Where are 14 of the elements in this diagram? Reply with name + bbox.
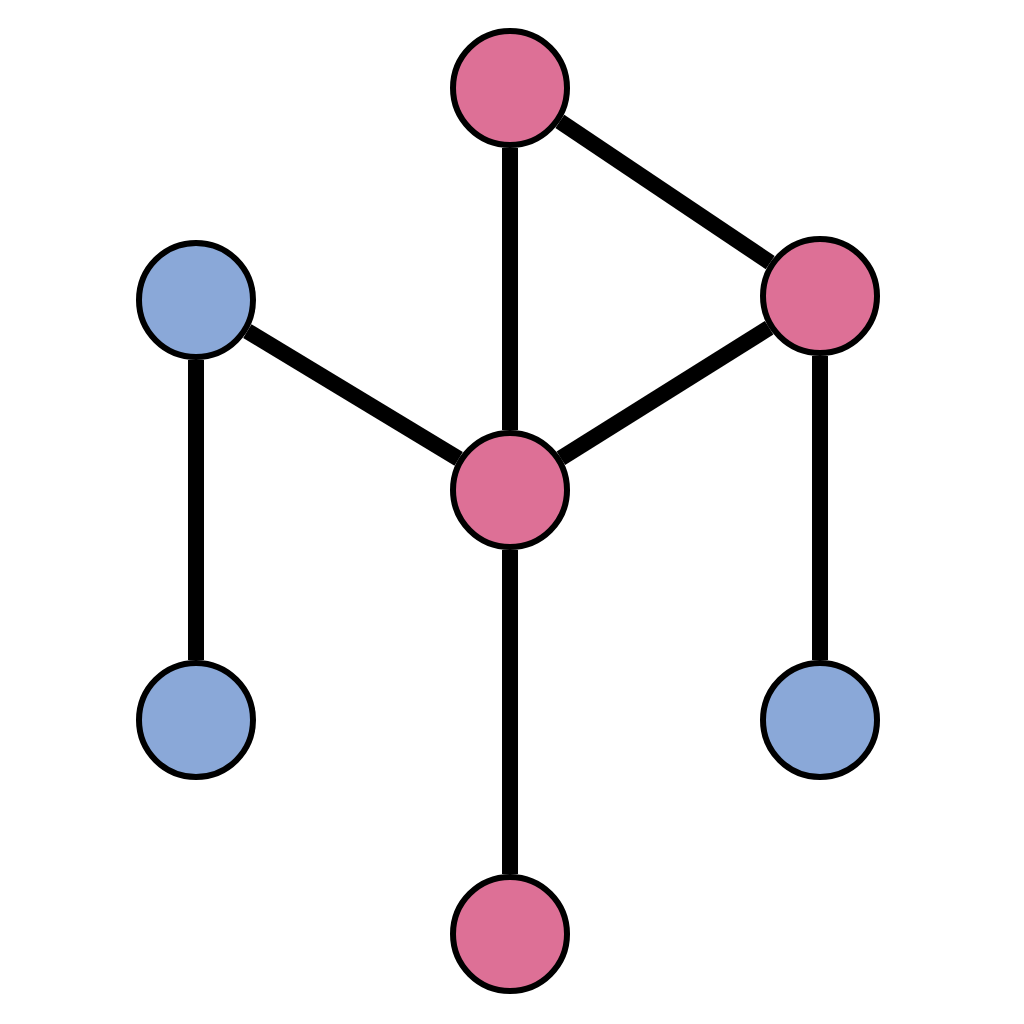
circle-node (760, 660, 880, 780)
connector-line (556, 321, 774, 465)
connector-line (243, 324, 463, 466)
connector-line (188, 360, 204, 660)
connector-line (502, 148, 518, 430)
circle-node (450, 874, 570, 994)
circle-node (450, 430, 570, 550)
circle-node (450, 28, 570, 148)
connector-line (812, 356, 828, 660)
connector-line (502, 550, 518, 874)
connector-line (555, 114, 775, 270)
circle-node (136, 660, 256, 780)
circle-node (136, 240, 256, 360)
circle-node (760, 236, 880, 356)
